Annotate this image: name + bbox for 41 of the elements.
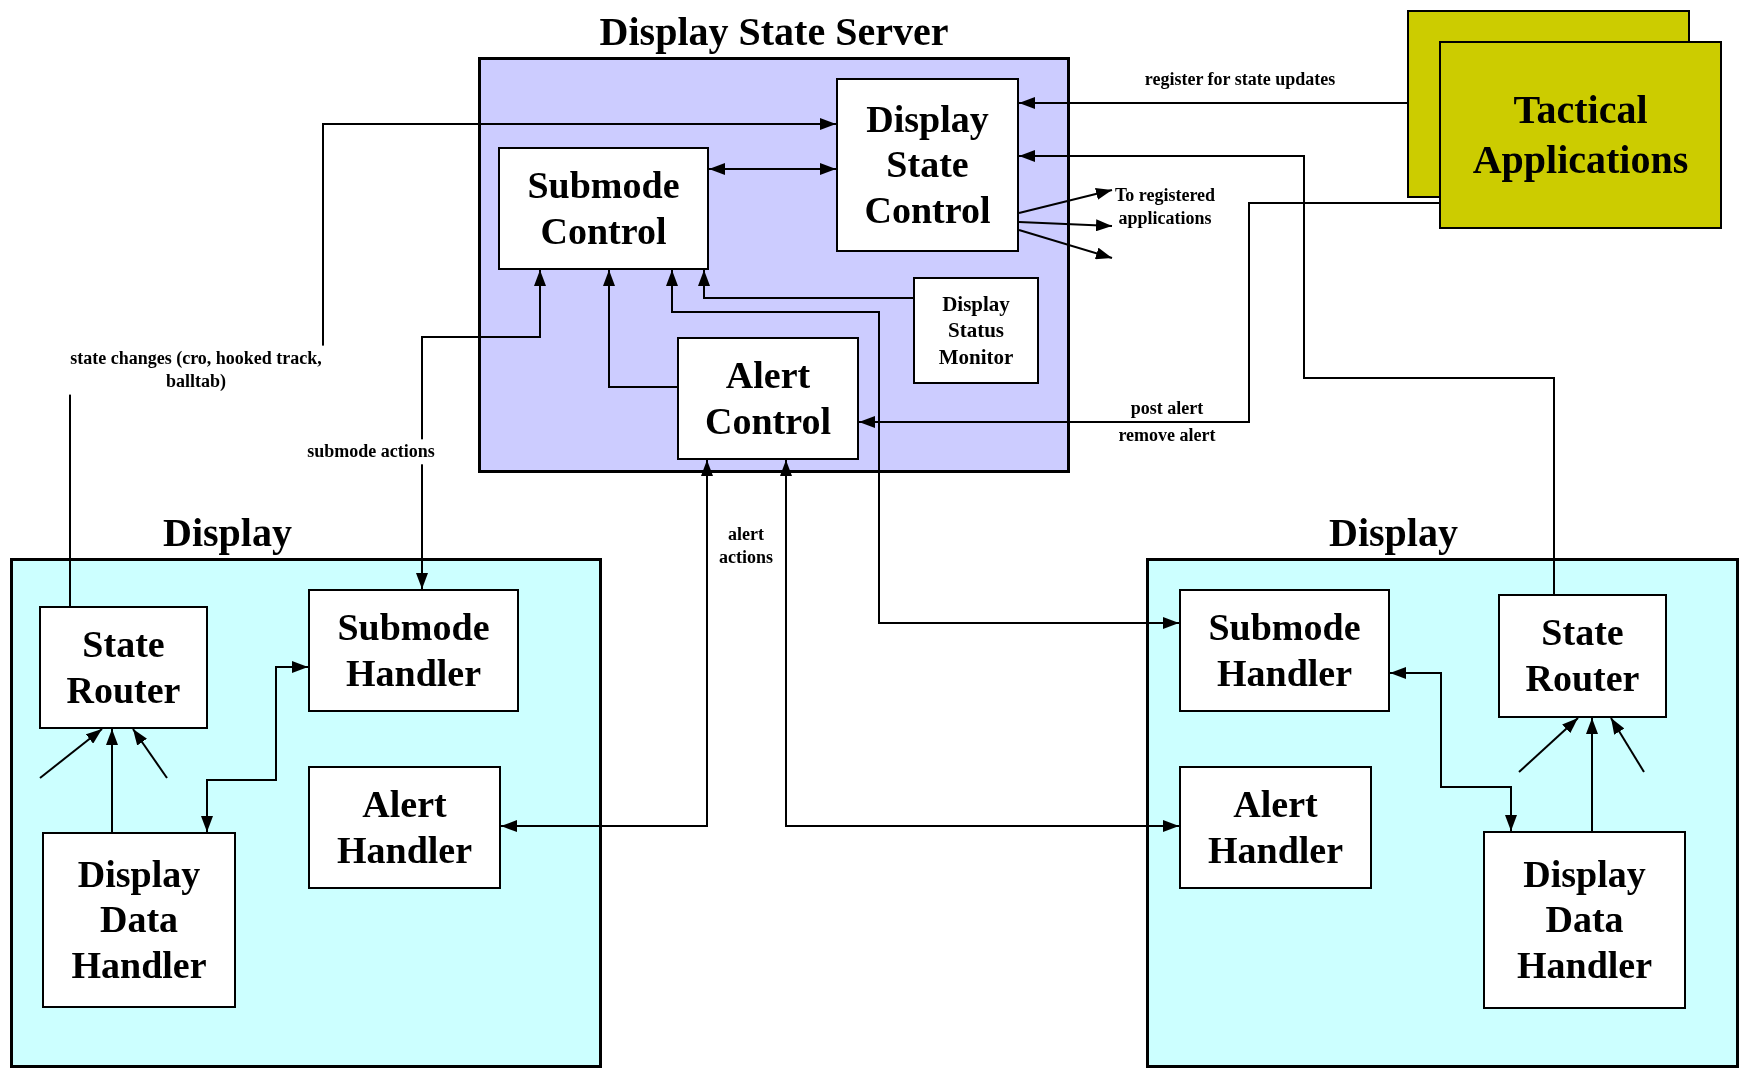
- note-text: To registered applications: [1112, 184, 1218, 266]
- process-box: State Router: [39, 606, 208, 729]
- arrow: [1586, 717, 1598, 832]
- arrow: [39, 728, 103, 779]
- group-title: Display: [163, 511, 292, 555]
- edge-label: post alert remove alert: [1117, 397, 1217, 447]
- arrow: [1610, 717, 1645, 773]
- arrow: [1018, 97, 1408, 109]
- arrow: [698, 269, 914, 299]
- arrow: [132, 728, 168, 779]
- process-box: State Router: [1498, 594, 1667, 718]
- process-box: Submode Control: [498, 147, 709, 270]
- arrow: [780, 459, 1180, 832]
- arrow: [201, 661, 309, 833]
- process-box: Display Data Handler: [1483, 831, 1686, 1009]
- arrow: [603, 269, 678, 388]
- arrow: [1389, 667, 1517, 832]
- process-box: Display State Control: [836, 78, 1019, 252]
- arrow: [1018, 229, 1113, 260]
- application-card: Tactical Applications: [1439, 41, 1722, 229]
- arrow: [1018, 188, 1113, 214]
- process-box: Alert Control: [677, 337, 859, 460]
- arrow: [1018, 219, 1113, 232]
- arrow: [500, 459, 713, 832]
- process-box: Submode Handler: [1179, 589, 1390, 712]
- arrow: [106, 728, 118, 833]
- group-title: Display State Server: [599, 10, 949, 54]
- arrow: [1018, 150, 1555, 595]
- arrow: [416, 269, 546, 590]
- arrow: [666, 269, 1180, 629]
- process-box: Display Data Handler: [42, 832, 236, 1008]
- arrow: [858, 202, 1440, 428]
- arrow: [708, 163, 837, 175]
- edge-label: register for state updates: [1143, 67, 1337, 91]
- group-title: Display: [1329, 511, 1458, 555]
- arrow: [1518, 717, 1579, 773]
- process-box: Alert Handler: [308, 766, 501, 889]
- process-box: Submode Handler: [308, 589, 519, 712]
- edge-label: alert actions: [718, 522, 774, 569]
- process-box: Display Status Monitor: [913, 277, 1039, 384]
- process-box: Alert Handler: [1179, 766, 1372, 889]
